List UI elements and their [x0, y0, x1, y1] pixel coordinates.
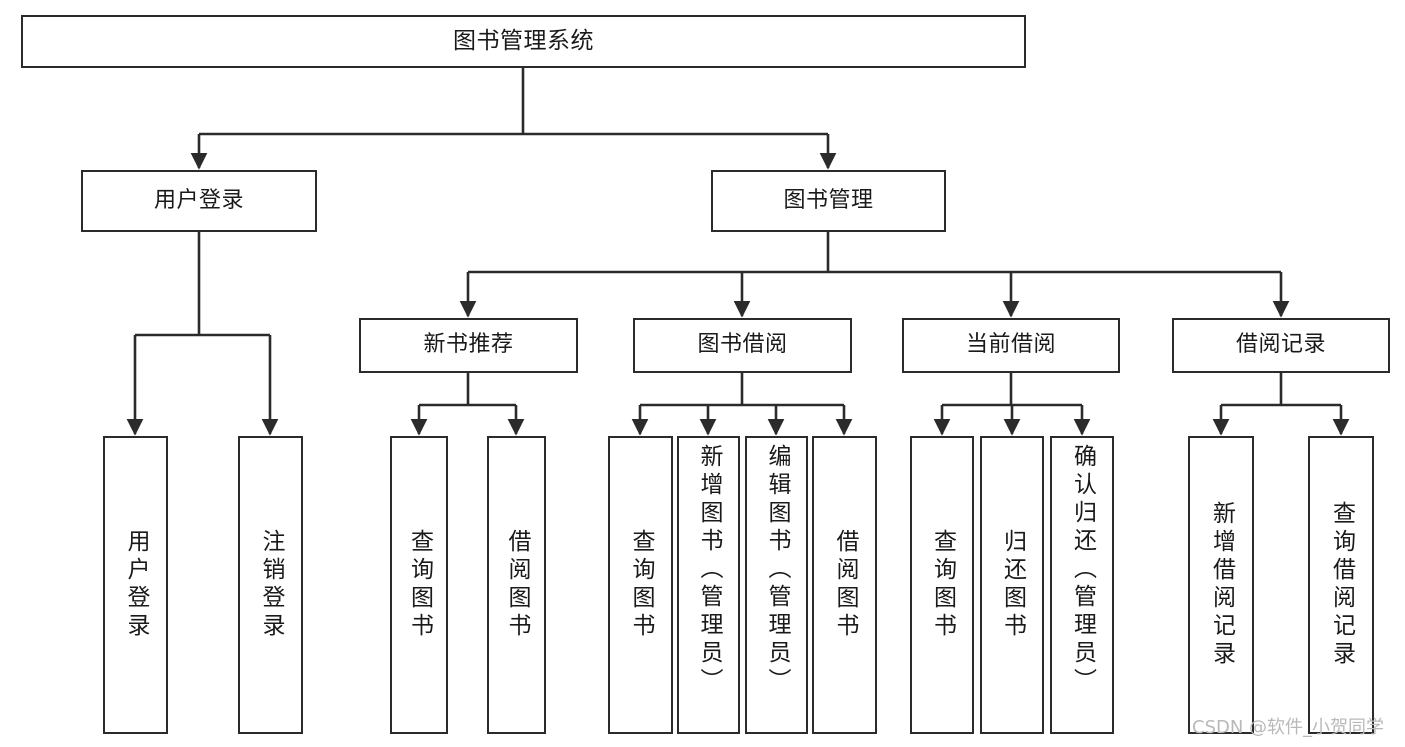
node-leaf-borrow-query-book-label: 查询图书: [628, 529, 654, 641]
node-book-borrow[interactable]: 图书借阅: [633, 318, 852, 373]
node-leaf-return-book-label: 归还图书: [999, 529, 1026, 641]
node-leaf-current-query-book-label: 查询图书: [929, 529, 956, 641]
node-book-borrow-label: 图书借阅: [697, 332, 788, 358]
node-leaf-add-borrow-record-label: 新增借阅记录: [1208, 501, 1235, 669]
node-current-borrow[interactable]: 当前借阅: [902, 318, 1120, 373]
node-leaf-logout[interactable]: 注销登录: [238, 436, 303, 734]
node-root[interactable]: 图书管理系统: [21, 15, 1026, 68]
node-leaf-edit-book-admin-label: 编辑图书（管理员）: [764, 444, 790, 696]
node-leaf-borrow-book[interactable]: 借阅图书: [812, 436, 877, 734]
node-new-book-recommend[interactable]: 新书推荐: [359, 318, 578, 373]
node-leaf-return-book[interactable]: 归还图书: [980, 436, 1044, 734]
node-new-book-recommend-label: 新书推荐: [423, 332, 514, 358]
node-leaf-recommend-query-book[interactable]: 查询图书: [390, 436, 448, 734]
node-leaf-recommend-query-book-label: 查询图书: [406, 529, 433, 641]
node-leaf-recommend-borrow-book-label: 借阅图书: [504, 529, 530, 641]
node-leaf-add-book-admin-label: 新增图书（管理员）: [696, 444, 722, 696]
node-leaf-query-borrow-record[interactable]: 查询借阅记录: [1308, 436, 1374, 734]
node-leaf-current-query-book[interactable]: 查询图书: [910, 436, 974, 734]
node-leaf-add-borrow-record[interactable]: 新增借阅记录: [1188, 436, 1254, 734]
node-leaf-add-book-admin[interactable]: 新增图书（管理员）: [677, 436, 740, 734]
node-leaf-user-login-label: 用户登录: [123, 529, 149, 641]
node-leaf-user-login[interactable]: 用户登录: [103, 436, 168, 734]
node-root-label: 图书管理系统: [453, 27, 594, 54]
node-borrow-record-label: 借阅记录: [1235, 332, 1326, 358]
csdn-watermark: CSDN @软件_小贺同学: [1192, 717, 1385, 738]
node-leaf-logout-label: 注销登录: [258, 529, 284, 641]
node-leaf-confirm-return-admin[interactable]: 确认归还（管理员）: [1050, 436, 1114, 734]
node-borrow-record[interactable]: 借阅记录: [1172, 318, 1390, 373]
node-book-management-label: 图书管理: [783, 187, 874, 213]
node-leaf-edit-book-admin[interactable]: 编辑图书（管理员）: [745, 436, 808, 734]
node-leaf-query-borrow-record-label: 查询借阅记录: [1328, 501, 1355, 669]
node-leaf-borrow-query-book[interactable]: 查询图书: [608, 436, 673, 734]
node-leaf-confirm-return-admin-label: 确认归还（管理员）: [1069, 444, 1096, 696]
node-leaf-borrow-book-label: 借阅图书: [832, 529, 858, 641]
node-book-management[interactable]: 图书管理: [711, 170, 946, 232]
node-leaf-recommend-borrow-book[interactable]: 借阅图书: [487, 436, 546, 734]
node-user-login[interactable]: 用户登录: [81, 170, 317, 232]
node-user-login-label: 用户登录: [153, 187, 244, 213]
node-current-borrow-label: 当前借阅: [965, 332, 1056, 358]
